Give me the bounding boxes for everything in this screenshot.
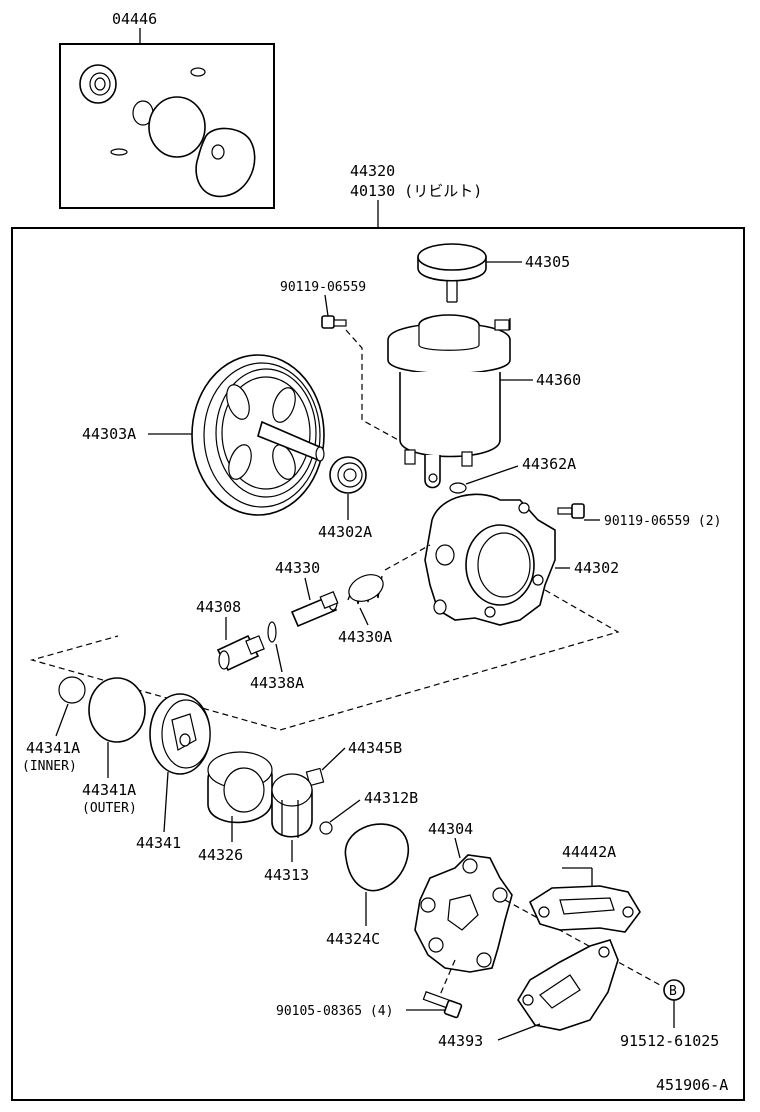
label-44312B: 44312B xyxy=(364,789,418,807)
label-44302: 44302 xyxy=(574,559,619,577)
valve-spring-part xyxy=(347,574,384,605)
label-44341: 44341 xyxy=(136,834,181,852)
label-44303A: 44303A xyxy=(82,425,136,443)
label-90119-top: 90119-06559 xyxy=(280,280,366,295)
cam-ring-part xyxy=(207,751,273,824)
kit-small-oring-part xyxy=(190,67,206,77)
label-90119-right: 90119-06559 (2) xyxy=(604,514,721,529)
label-44362A: 44362A xyxy=(522,455,576,473)
label-outer-note: (OUTER) xyxy=(82,801,137,816)
label-44341A-inner: 44341A xyxy=(26,739,80,757)
label-marker-b: B xyxy=(669,984,677,999)
diagram-id-label: 451906-A xyxy=(656,1076,728,1094)
kit-large-oring-part xyxy=(148,96,206,158)
assembly-frame xyxy=(11,227,745,1101)
side-plate-part xyxy=(149,693,211,775)
label-90105: 90105-08365 (4) xyxy=(276,1004,393,1019)
label-44338A: 44338A xyxy=(250,674,304,692)
label-44324C: 44324C xyxy=(326,930,380,948)
seal-kit-box: 04446 xyxy=(59,10,275,209)
union-fitting-part xyxy=(216,634,265,672)
label-44330: 44330 xyxy=(275,559,320,577)
reservoir-tank-part xyxy=(387,314,511,489)
oring-44338A-part xyxy=(267,621,277,643)
pump-housing-part xyxy=(424,493,556,626)
kit-number-label: 04446 xyxy=(112,10,157,28)
label-44345B: 44345B xyxy=(348,739,402,757)
label-44330A: 44330A xyxy=(338,628,392,646)
label-91512: 91512-61025 xyxy=(620,1032,719,1050)
kit-seal-ring-part xyxy=(110,148,128,156)
gasket-44324C-part xyxy=(344,823,410,892)
bracket-44393-part xyxy=(517,939,619,1031)
label-44302A: 44302A xyxy=(318,523,372,541)
oring-outer-part xyxy=(88,677,146,743)
reservoir-cap-part xyxy=(417,243,487,303)
label-44305: 44305 xyxy=(525,253,570,271)
kit-gasket-part xyxy=(195,127,256,198)
bolt-90105-part xyxy=(422,991,463,1019)
label-44308: 44308 xyxy=(196,598,241,616)
oring-44362A-part xyxy=(449,482,467,494)
label-44442A: 44442A xyxy=(562,843,616,861)
label-44341A-outer: 44341A xyxy=(82,781,136,799)
label-44360: 44360 xyxy=(536,371,581,389)
label-44393: 44393 xyxy=(438,1032,483,1050)
label-inner-note: (INNER) xyxy=(22,759,77,774)
bracket-44442A-part xyxy=(528,885,641,933)
oring-inner-part xyxy=(58,676,86,704)
assembly-rebuilt-label: 40130 (リビルト) xyxy=(350,182,482,200)
bolt-top-part xyxy=(321,315,347,329)
assembly-number-label: 44320 xyxy=(350,162,395,180)
label-44313: 44313 xyxy=(264,866,309,884)
label-44326: 44326 xyxy=(198,846,243,864)
flow-valve-part xyxy=(290,591,339,628)
label-44304: 44304 xyxy=(428,820,473,838)
pulley-shaft-part xyxy=(191,354,325,516)
vane-part xyxy=(305,767,325,787)
snap-ring-part xyxy=(319,821,333,835)
assembly-header: 44320 40130 (リビルト) xyxy=(350,162,482,228)
rotor-part xyxy=(271,773,313,838)
rear-cover-part xyxy=(414,854,513,973)
bearing-part xyxy=(329,456,367,494)
bolt-right-part xyxy=(557,503,585,519)
